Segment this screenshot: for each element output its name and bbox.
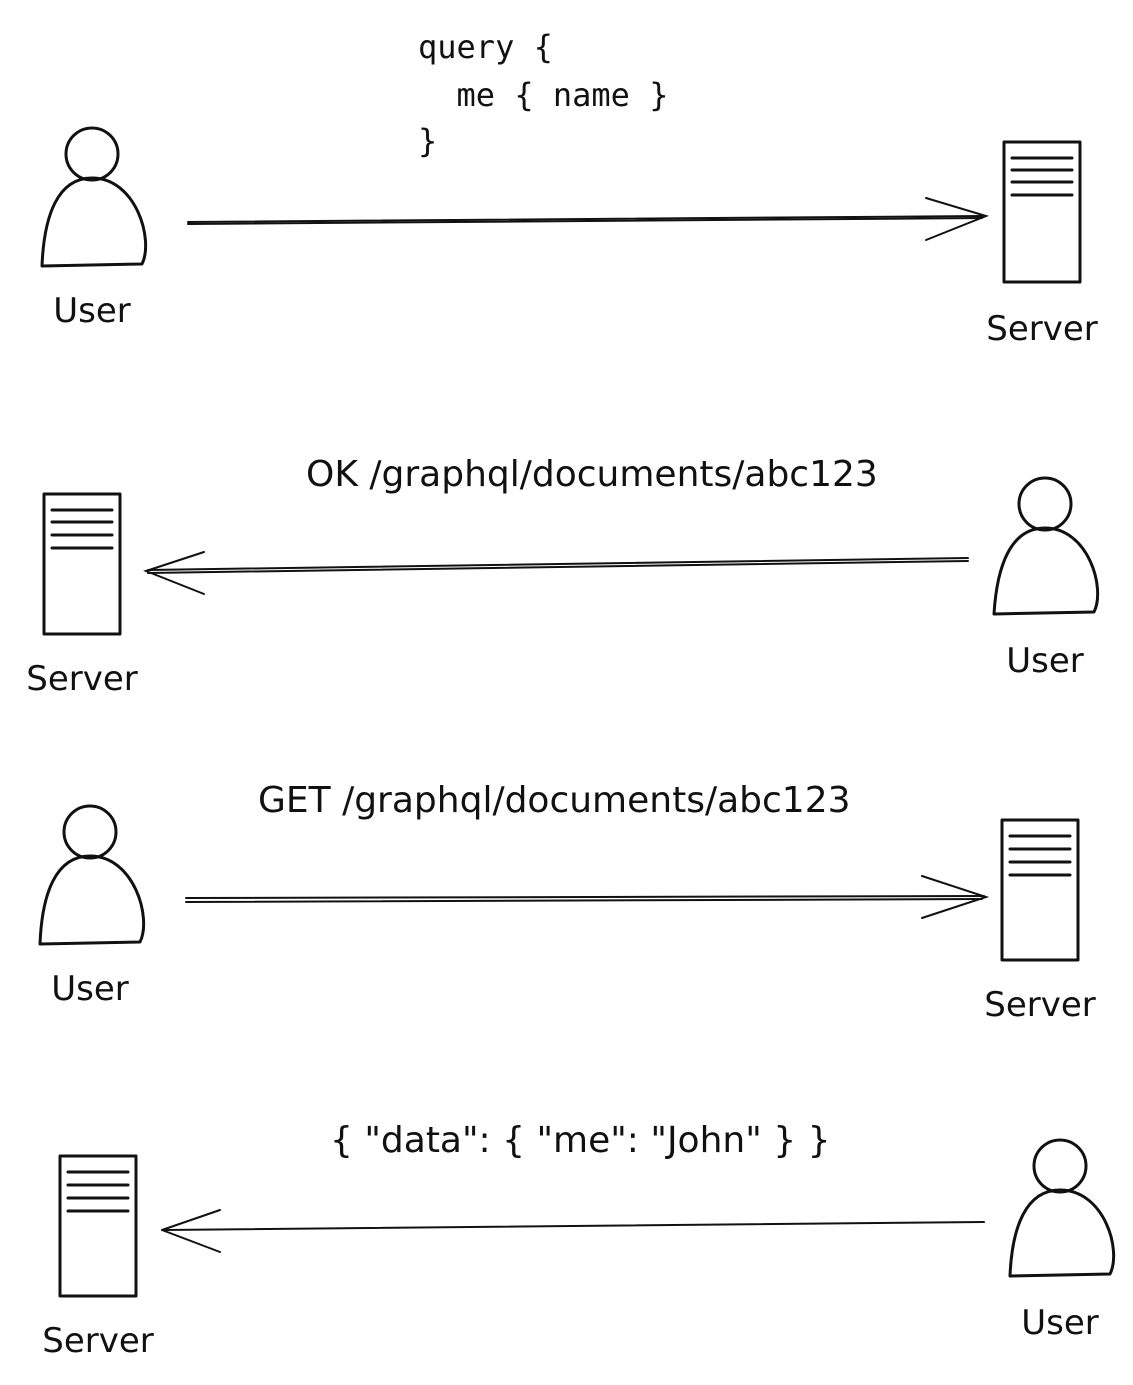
user-label: User bbox=[51, 969, 129, 1009]
user-label: User bbox=[53, 291, 131, 331]
message-line: GET /graphql/documents/abc123 bbox=[258, 780, 851, 821]
user-icon bbox=[1008, 1138, 1116, 1278]
server-icon bbox=[1000, 818, 1080, 962]
arrow-left bbox=[143, 551, 969, 595]
step-3: User Server GET /graphql/documents/abc12… bbox=[38, 780, 1096, 1025]
message-line: { "data": { "me": "John" } } bbox=[330, 1120, 830, 1161]
arrow-right bbox=[185, 875, 990, 919]
arrow-left bbox=[161, 1209, 985, 1253]
server-label: Server bbox=[42, 1321, 154, 1361]
server-label: Server bbox=[986, 309, 1098, 349]
step-4: Server User { "data": { "me": "John" } } bbox=[42, 1120, 1116, 1361]
server-icon bbox=[42, 492, 122, 636]
arrow-right bbox=[187, 197, 990, 241]
user-label: User bbox=[1006, 641, 1084, 681]
server-icon bbox=[1002, 140, 1082, 284]
message-line: } bbox=[418, 122, 437, 160]
message-line: me { name } bbox=[418, 76, 668, 114]
step-1: User Server query { me { name } } bbox=[40, 28, 1098, 349]
step-2: Server User OK /graphql/documents/abc123 bbox=[26, 454, 1100, 699]
user-icon bbox=[38, 804, 146, 946]
user-label: User bbox=[1021, 1303, 1099, 1343]
message-line: query { bbox=[418, 28, 553, 66]
server-icon bbox=[58, 1154, 138, 1298]
server-label: Server bbox=[26, 659, 138, 699]
user-icon bbox=[40, 126, 148, 268]
message-line: OK /graphql/documents/abc123 bbox=[306, 454, 878, 495]
user-icon bbox=[992, 476, 1100, 616]
server-label: Server bbox=[984, 985, 1096, 1025]
